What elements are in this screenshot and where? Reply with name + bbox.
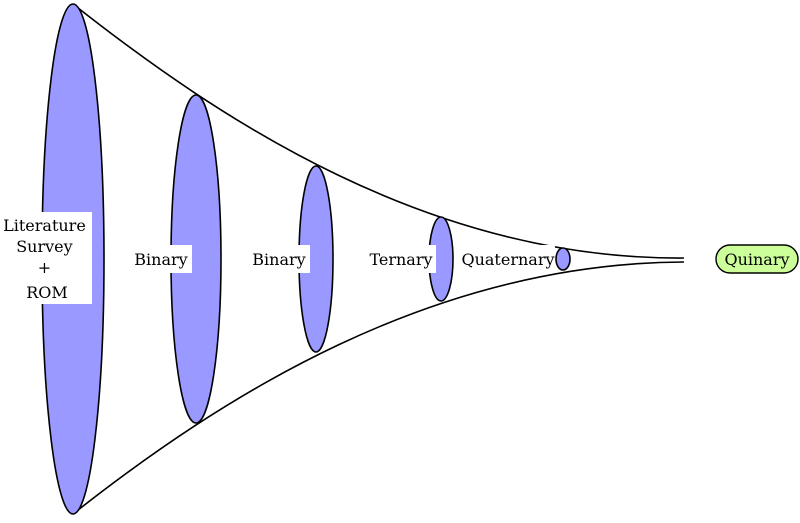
stage-ellipse-quaternary — [555, 247, 571, 271]
stage-label-quaternary: Quaternary — [461, 250, 554, 269]
stage-label-box-binary-2 — [248, 245, 310, 273]
stage-label-binary-1: Binary — [134, 250, 187, 269]
stage-label-line: ROM — [26, 283, 68, 302]
stage-label-box-ternary — [366, 245, 436, 273]
funnel-bottom-curve — [72, 261, 685, 515]
stage-label-ternary: Ternary — [369, 250, 432, 269]
final-stage-pill — [715, 244, 799, 274]
stage-label-line: Survey — [16, 237, 72, 256]
stage-label-box-literature-survey-rom — [0, 212, 92, 304]
stage-label-binary-2: Binary — [252, 250, 305, 269]
final-stage-label: Quinary — [724, 250, 789, 269]
stage-label-literature-survey-rom: Literature Survey + ROM — [3, 216, 91, 302]
stage-label-box-binary-1 — [130, 245, 192, 273]
funnel-top-curve — [72, 3, 685, 259]
stage-label-line: Literature — [3, 216, 86, 235]
stage-label-line: + — [38, 258, 51, 277]
stage-label-box-quaternary — [461, 245, 555, 273]
